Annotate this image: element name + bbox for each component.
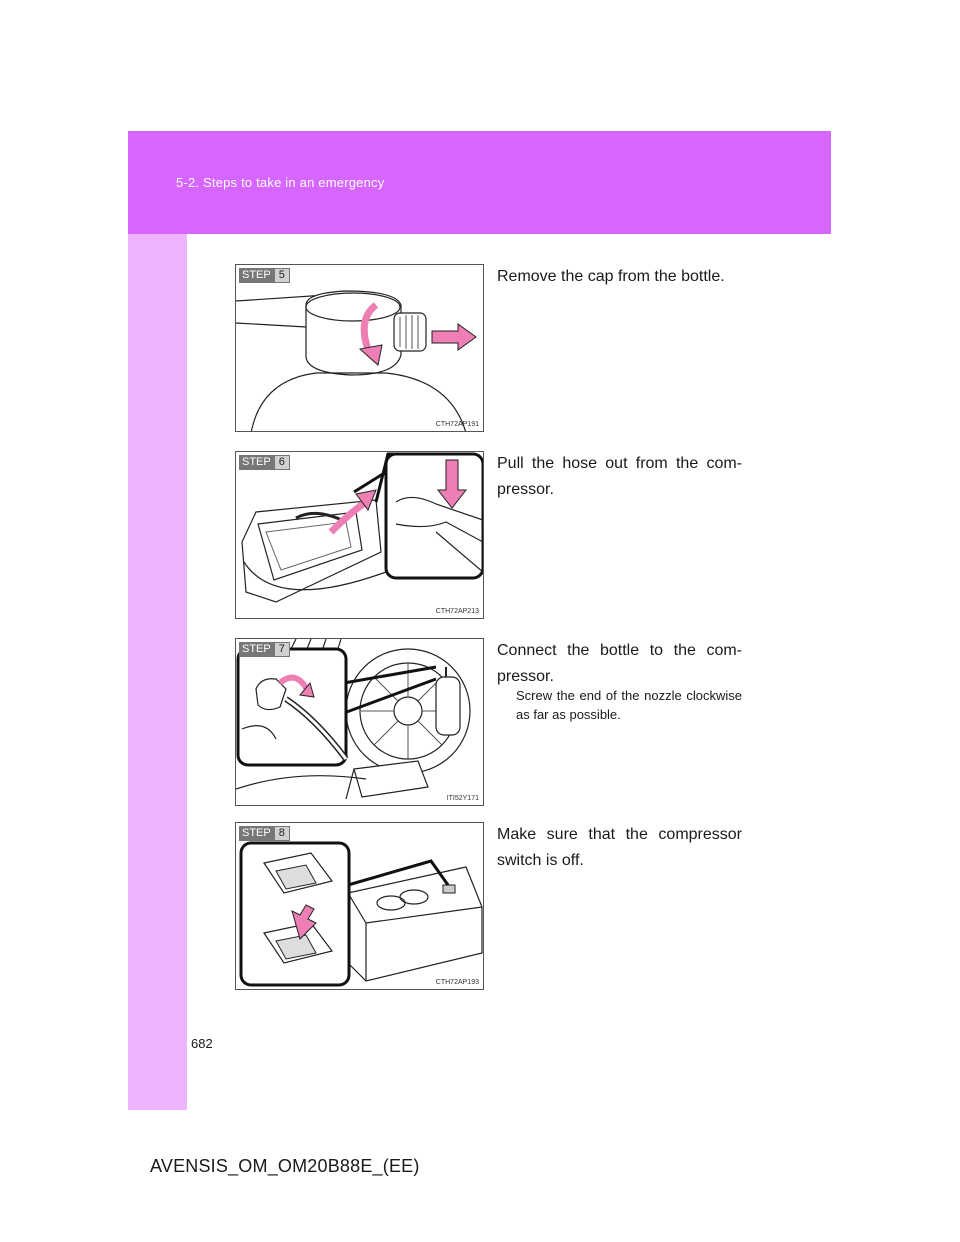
- step-number: 7: [273, 642, 290, 657]
- bottle-connection-drawing: [236, 639, 471, 800]
- step-7-illustration: STEP 7 ITI52Y171: [235, 638, 484, 806]
- figure-code: CTH72AP191: [435, 421, 479, 428]
- step-7-note: Screw the end of the nozzle clockwise as…: [516, 688, 742, 722]
- figure-code: ITI52Y171: [446, 795, 479, 802]
- figure-code: CTH72AP193: [435, 979, 479, 986]
- step-8-badge: STEP 8: [239, 826, 290, 841]
- bottle-cap-drawing: [236, 290, 477, 431]
- step-number: 5: [273, 268, 290, 283]
- step-7-badge: STEP 7: [239, 642, 290, 657]
- section-header-band: [128, 131, 831, 234]
- step-5-text: Remove the cap from the bottle.: [497, 268, 725, 285]
- figure-code: CTH72AP213: [435, 608, 479, 615]
- section-title: 5-2. Steps to take in an emergency: [176, 175, 385, 190]
- document-code: AVENSIS_OM_OM20B88E_(EE): [150, 1156, 420, 1176]
- step-label: STEP: [239, 268, 274, 283]
- step-label: STEP: [239, 455, 274, 470]
- step-number: 8: [273, 826, 290, 841]
- compressor-hose-drawing: [241, 452, 483, 603]
- step-label: STEP: [239, 642, 274, 657]
- side-strip: [128, 234, 187, 1110]
- step-5-badge: STEP 5: [239, 268, 290, 283]
- step-8-illustration: STEP 8 CTH72AP193: [235, 822, 484, 990]
- step-6-badge: STEP 6: [239, 455, 290, 470]
- step-5-illustration: STEP 5 CTH72AP191: [235, 264, 484, 432]
- step-7-text: Connect the bottle to the com-pressor.: [497, 642, 742, 685]
- step-6-illustration: STEP 6 CTH72AP213: [235, 451, 484, 619]
- step-6-text: Pull the hose out from the com-pressor.: [497, 455, 742, 498]
- step-8-text: Make sure that the compressor switch is …: [497, 826, 742, 869]
- page-number: 682: [191, 1036, 213, 1051]
- step-label: STEP: [239, 826, 274, 841]
- compressor-switch-drawing: [239, 841, 483, 987]
- step-number: 6: [273, 455, 290, 470]
